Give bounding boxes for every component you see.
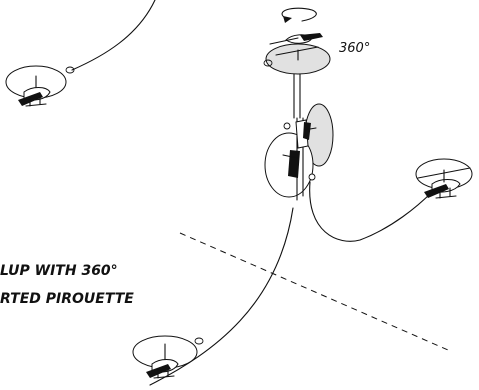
helicopter-exit	[415, 158, 473, 199]
ground-reference-line	[179, 232, 449, 351]
helicopter-top	[263, 33, 331, 75]
flight-path-climb	[149, 207, 294, 386]
flight-path-exit	[309, 181, 433, 242]
flight-path-entry-upper	[71, 0, 156, 71]
helicopter-bottom	[132, 335, 204, 379]
caption-line-1: LUP WITH 360°	[0, 263, 118, 279]
angle-label: 360°	[339, 41, 370, 56]
caption-line-2: RTED PIROUETTE	[0, 291, 134, 307]
helicopter-left	[5, 65, 75, 107]
helicopter-mid-inverted	[264, 103, 334, 201]
flight-path	[71, 0, 433, 386]
rotation-arrow-icon	[281, 7, 317, 22]
rotation-arrowhead	[283, 16, 292, 23]
vertical-column	[293, 71, 301, 119]
